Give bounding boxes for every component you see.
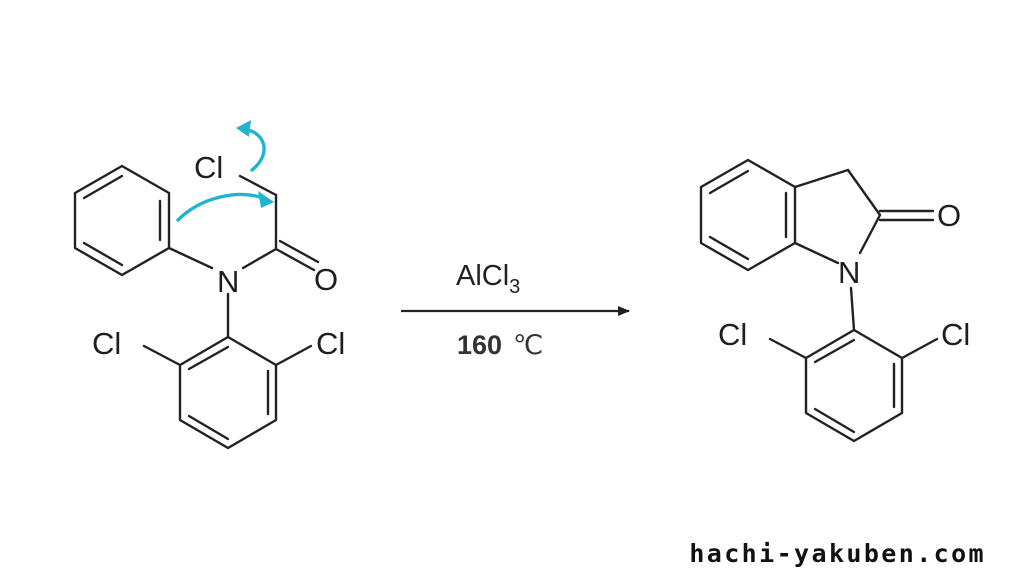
reactant-phenyl-n-bond (167, 246, 214, 270)
reactant-chlorine-right-label: Cl (316, 326, 345, 361)
reactant-ch2-cl-bond (238, 174, 278, 197)
site-watermark: hachi-yakuben.com (689, 539, 986, 568)
reactant-nitrogen-label: N (217, 264, 239, 299)
reactant-chlorine-alpha-label: Cl (194, 150, 223, 185)
reactant-oxygen-label: O (314, 262, 338, 297)
reactant-carbonyl-double-bond-1 (274, 247, 316, 272)
product-carbonyl-n-bond (858, 213, 882, 255)
product-n-aryl-bond (849, 286, 856, 332)
product-n-ring-bond (793, 241, 840, 265)
product-molecule: O N Cl Cl (699, 158, 970, 443)
temperature-unit: ℃ (513, 330, 543, 360)
reagent-main-text: AlCl (456, 260, 509, 292)
reaction-arrow-group: AlCl3 160 ℃ (401, 260, 630, 360)
temperature-value: 160 (457, 330, 502, 360)
product-benzo-ring (699, 158, 797, 272)
product-oxygen-label: O (937, 198, 961, 233)
product-nitrogen-label: N (838, 255, 860, 290)
reactant-chlorine-left-label: Cl (92, 326, 121, 361)
curly-arrow-attack (176, 191, 274, 222)
reagent-label: AlCl3 (456, 260, 520, 298)
reactant-ring-cl-left-bond (142, 344, 182, 367)
reactant-n-carbonyl-bond (241, 247, 278, 270)
product-chlorine-left-label: Cl (718, 317, 747, 352)
curly-arrow-leaving-group (236, 120, 266, 172)
product-chlorine-right-label: Cl (941, 317, 970, 352)
reagent-subscript: 3 (509, 276, 520, 298)
reactant-ring-cl-right-bond (274, 344, 313, 367)
product-ring-cl-right-bond (900, 337, 939, 360)
product-dichlorophenyl-ring (804, 328, 904, 443)
product-c3-ch2-bond (793, 168, 850, 189)
reactant-phenyl-ring (73, 164, 171, 277)
reactant-carbonyl-double-bond-2 (278, 239, 320, 264)
reactant-dichlorophenyl-ring (178, 335, 278, 450)
reactant-molecule: Cl N O Cl Cl (73, 120, 345, 450)
product-ch2-carbonyl-bond (846, 168, 882, 217)
product-ring-cl-left-bond (768, 337, 808, 360)
